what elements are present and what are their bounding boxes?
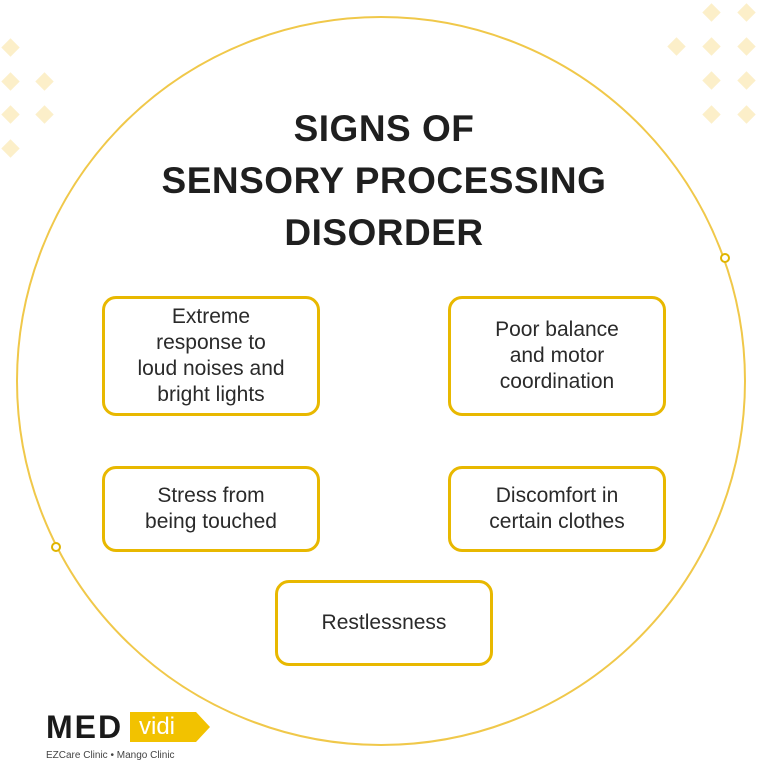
sign-card-label: Stress from being touched — [145, 484, 277, 533]
decorative-circle — [16, 16, 746, 746]
logo-tag-text: vidi — [139, 713, 176, 740]
sign-card-label: Restlessness — [321, 611, 447, 634]
sign-card-label: Poor balance and motor coordination — [495, 318, 619, 393]
sign-card-stress-touched: Stress from being touched — [102, 466, 320, 552]
sign-card-label: Discomfort in certain clothes — [489, 484, 625, 533]
title-line-3: DISORDER — [284, 212, 484, 253]
sign-card-discomfort-clothes: Discomfort in certain clothes — [448, 466, 666, 552]
logo-subtitle: EZCare Clinic • Mango Clinic — [46, 750, 175, 761]
page-title: SIGNS OF SENSORY PROCESSING DISORDER — [0, 103, 768, 259]
logo-tag-shape — [130, 712, 210, 742]
title-line-2: SENSORY PROCESSING — [161, 160, 607, 201]
logo-wordmark: MED — [46, 709, 124, 745]
circle-marker-right — [720, 253, 730, 263]
sign-card-poor-balance: Poor balance and motor coordination — [448, 296, 666, 416]
title-line-1: SIGNS OF — [293, 108, 475, 149]
sign-card-extreme-response: Extreme response to loud noises and brig… — [102, 296, 320, 416]
sign-card-label: Extreme response to loud noises and brig… — [137, 305, 285, 406]
circle-marker-left — [51, 542, 61, 552]
sign-card-restlessness: Restlessness — [275, 580, 493, 666]
